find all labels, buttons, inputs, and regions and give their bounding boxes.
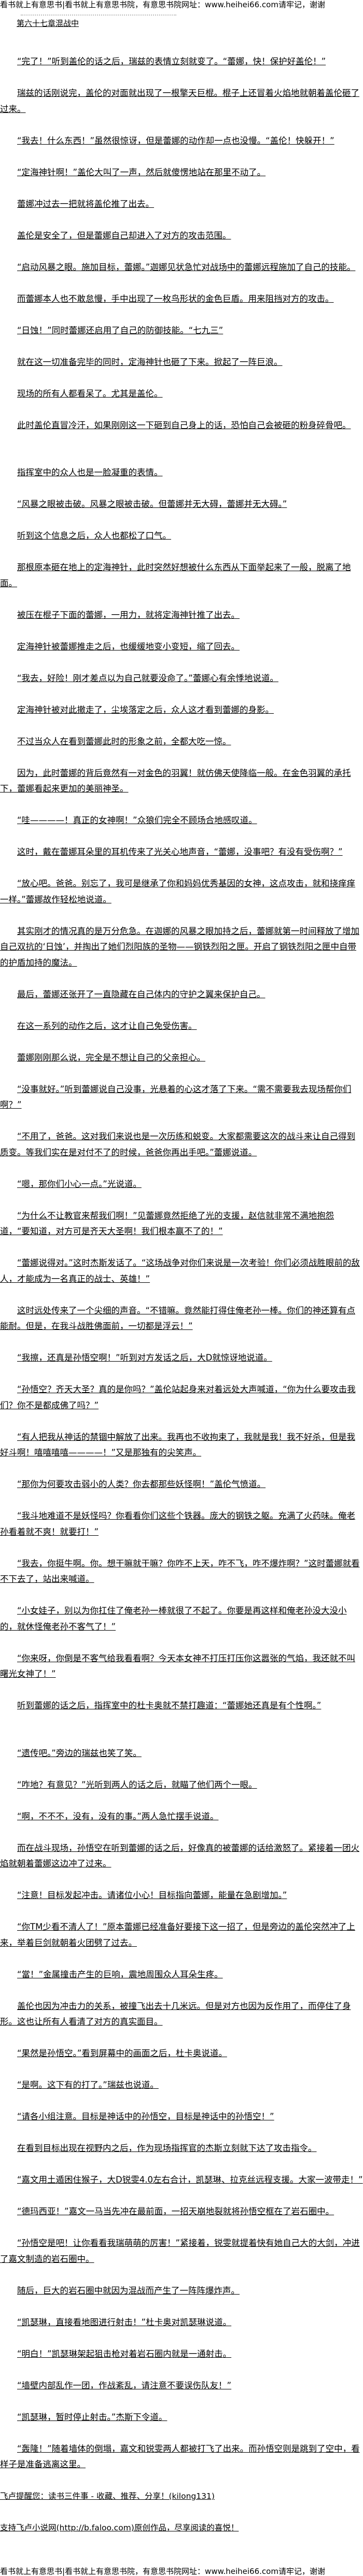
story-paragraph[interactable]: “我擦，还真是孙悟空啊！”听到对方发话之后，大D就惊讶地说道。 xyxy=(17,1353,272,1363)
story-paragraph[interactable]: “我去，好险！刚才差点以为自己就要没命了。”蕾娜心有余悸地说道。 xyxy=(17,673,278,683)
site-banner-top[interactable]: 看书就上有意思书|看书就上有意思书院，有意思书院网址：www.heihei66.… xyxy=(0,0,325,9)
story-paragraph[interactable]: 被压在棍子下面的蕾娜，一用力，就将定海神针推了出去。 xyxy=(17,610,240,620)
story-paragraph[interactable]: 听到这个信息之后，众人也都松了口气。 xyxy=(17,531,171,541)
story-paragraph[interactable]: “嘉文用土遁困住猴子，大D锐雯4.0左右合计，凯瑟琳、拉克丝远程支援。大家一波带… xyxy=(17,2175,363,2185)
story-paragraph[interactable]: “请各小组注意。目标是神话中的孙悟空，目标是神话中的孙悟空！” xyxy=(17,2112,274,2121)
story-paragraph[interactable]: 而蕾娜本人也不敢怠慢，手中出现了一枚鸟形状的金色巨盾。用来阻挡对方的攻击。 xyxy=(17,293,334,304)
story-paragraph[interactable]: “为什么不让教官来帮我们啊！”见蕾娜竟然拒绝了光的支援，赵信就非常不满地抱怨道，… xyxy=(0,1210,334,1237)
story-paragraph[interactable]: “轰隆！”随着墙体的倒塌，嘉文和锐雯两人都被打飞了出来。而孙悟空则是跳到了空中，… xyxy=(0,2443,360,2470)
site-banner-bottom[interactable]: 看书就上有意思书|看书就上有意思书院，有意思书院网址：www.heihei66.… xyxy=(0,2567,325,2576)
story-paragraph[interactable]: 此时盖伦直冒冷汗，如果刚刚这一下砸到自己身上的话，恐怕自己会被砸的粉身碎骨吧。 xyxy=(17,420,351,430)
story-paragraph[interactable]: “啊，不不不，没有，没有的事。”两人急忙摆手说道。 xyxy=(17,1811,219,1821)
story-paragraph[interactable]: “遗传吧。”旁边的瑞兹也笑了笑。 xyxy=(17,1748,142,1758)
story-paragraph[interactable]: 定海神针被对此撤走了，尘埃落定之后，众人这才看到蕾娜的身影。 xyxy=(17,704,274,715)
story-paragraph[interactable]: “注意！目标发起冲击。请诸位小心！目标指向蕾娜，能量在急剧增加。” xyxy=(17,1890,287,1900)
story-paragraph[interactable]: “凯瑟琳，直接看地图进行射击！”杜卡奥对凯瑟琳说道。 xyxy=(17,2317,232,2327)
story-paragraph[interactable]: “嗯，那你们小心一点。”光说道。 xyxy=(17,1179,142,1189)
story-paragraph[interactable]: 瑞兹的话刚说完，盖伦的对面就出现了一根擎天巨棍。棍子上还冒着火焰地就朝着盖伦砸了… xyxy=(0,88,359,114)
story-paragraph[interactable]: “果然是孙悟空。”看到屏幕中的画面之后，杜卡奥说道。 xyxy=(17,2048,227,2058)
story-paragraph[interactable]: 盖伦是安全了，但是蕾娜自己却进入了对方的攻击范围。 xyxy=(17,230,231,240)
story-paragraph[interactable]: “放心吧。爸爸。别忘了，我可是继承了你和妈妈优秀基因的女神，这点攻击，就和挠痒痒… xyxy=(0,879,356,904)
story-paragraph[interactable]: “日蚀！”同时蕾娜还启用了自己的防御技能。“七九三” xyxy=(17,325,224,335)
story-paragraph[interactable]: “没事就好。”听到蕾娜说自己没事，光悬着的心这才落了下来。“需不需要我去现场帮你… xyxy=(0,1084,352,1110)
story-paragraph[interactable]: “我去，你挺牛啊。你。想干嘛就干嘛？你咋不上天，咋不飞，咋不爆炸啊？”这时蕾娜就… xyxy=(0,1558,360,1584)
story-paragraph[interactable]: 因为，此时蕾娜的背后竟然有一对金色的羽翼！就仿佛天使降临一般。在金色羽翼的承托下… xyxy=(0,768,351,794)
story-paragraph[interactable]: 定海神针被蕾娜推走之后，也缓缓地变小变短，缩了回去。 xyxy=(17,641,240,652)
story-paragraph[interactable]: “小女娃子，别以为你扛住了俺老孙一棒就很了不起了。你要是再这样和俺老孙没大没小的… xyxy=(0,1606,347,1632)
story-paragraph[interactable]: 听到蕾娜的话之后，指挥室中的杜卡奥就不禁打趣道：“蕾娜她还真是有个性啊。” xyxy=(17,1701,322,1710)
story-paragraph[interactable]: 这时，戴在蕾娜耳朵里的耳机传来了光关心地声音，“蕾娜，没事吧？有没有受伤啊？” xyxy=(17,847,343,857)
story-paragraph[interactable]: 这时远处传来了一个尖细的声音。“不错嘛。竟然能打得住俺老孙一棒。你们的神还算有点… xyxy=(0,1305,356,1332)
story-paragraph[interactable]: “明白！”凯瑟琳架起狙击枪对着岩石圈内就是一通射击。 xyxy=(17,2348,232,2359)
footer-support-link[interactable]: 支持飞卢小说网(http://b.faloo.com)原创作品，尽享阅读的喜悦！ xyxy=(0,2523,239,2532)
story-paragraph[interactable]: 蕾娜刚刚那么说，完全是不想让自己的父亲担心。 xyxy=(17,1052,205,1063)
story-paragraph[interactable]: “是啊。这下有的打了。”瑞兹也说道。 xyxy=(17,2080,159,2090)
story-paragraph[interactable]: 盖伦也因为冲击力的关系，被撞飞出去十几米远。但是对方也因为反作用了，而停住了身形… xyxy=(0,2001,351,2027)
story-paragraph[interactable]: 而在战斗现场，孙悟空在听到蕾娜的话之后，好像真的被蕾娜的话给激怒了。紧接着一团火… xyxy=(0,1843,359,1869)
chapter-title[interactable]: 第六十七章混战中 xyxy=(17,19,79,28)
story-paragraph[interactable]: 随后，巨大的岩石圈中就因为混战而产生了一阵阵爆炸声。 xyxy=(17,2285,240,2296)
story-paragraph[interactable]: “德玛西亚！”嘉文一马当先冲在最前面，一招天崩地裂就将孙悟空框在了岩石圈中。 xyxy=(17,2206,334,2216)
divider xyxy=(21,15,176,17)
story-paragraph[interactable]: 现场的所有人都看呆了。尤其是盖伦。 xyxy=(17,388,163,399)
story-paragraph[interactable]: “孙悟空是吧！让你看看我瑞萌萌的厉害！”紧接着，锐雯就提着快有她自己大的大剑，冲… xyxy=(0,2238,360,2264)
story-paragraph[interactable]: “启动风暴之眼。施加目标，蕾娜。”迦娜见状急忙对战场中的蕾娜远程施加了自己的技能… xyxy=(17,262,356,272)
chapter-content: 第六十七章混战中 “完了！”听到盖伦的话之后，瑞兹的表情立刻就变了。“蕾娜，快！… xyxy=(0,16,363,2552)
story-paragraph[interactable]: “凯瑟琳，暂时停止射击。”杰斯下令道。 xyxy=(17,2412,167,2422)
story-paragraph[interactable]: 蕾娜冲过去一把就将盖伦推了出去。 xyxy=(17,199,154,209)
story-paragraph[interactable]: “不用了，爸爸。这对我们来说也是一次历练和蜕变。大家都需要这次的战斗来让自己得到… xyxy=(0,1131,356,1157)
story-paragraph[interactable]: “當！”金属撞击产生的巨响，震地周围众人耳朵生疼。 xyxy=(17,1969,223,1979)
story-paragraph[interactable]: “完了！”听到盖伦的话之后，瑞兹的表情立刻就变了。“蕾娜，快！保护好盖伦！” xyxy=(17,56,326,66)
story-paragraph[interactable]: 就在这一切准备完毕的同时，定海神针也砸了下来。掀起了一阵巨浪。 xyxy=(17,357,283,367)
story-paragraph[interactable]: “蕾娜说得对。”这时杰斯发话了。“这场战争对你们来说是一次考验！你们必须战胜眼前… xyxy=(0,1258,360,1284)
story-paragraph[interactable]: “你TM少看不清人了！”原本蕾娜已经准备好要接下这一招了，但是旁边的盖伦突然冲了… xyxy=(0,1922,355,1948)
story-paragraph[interactable]: “哇————！真正的女神啊！”众狼们完全不顾场合地感叹道。 xyxy=(17,815,257,825)
story-paragraph[interactable]: “你来呀，你倒是不客气给我看看啊？今天本女神不打压打压你这嚣张的气焰，我还就不叫… xyxy=(0,1653,356,1679)
story-paragraph[interactable]: “我去！什么东西！”虽然很惊讶，但是蕾娜的动作却一点也没慢。“盖伦！快躲开！” xyxy=(17,135,334,146)
story-paragraph[interactable]: “咋地？有意见？”光听到两人的话之后，就瞄了他们两个一眼。 xyxy=(17,1779,257,1790)
story-paragraph[interactable]: “有人把我从神话的禁锢中解放了出来。我再也不收拘束了，我就是我！我不好杀，但是我… xyxy=(0,1432,356,1458)
story-paragraph[interactable]: “那你为何要攻击弱小的人类？你去都那些妖怪啊！”盖伦气愤道。 xyxy=(17,1479,266,1489)
story-paragraph[interactable]: 最后，蕾娜还张开了一直隐藏在自己体内的守护之翼来保护自己。 xyxy=(17,989,266,999)
story-paragraph[interactable]: “风暴之眼被击破。风暴之眼被击破。但蕾娜并无大碍，蕾娜并无大碍。” xyxy=(17,499,287,509)
story-paragraph[interactable]: 其实刚才的情况真的是万分危急。在迦娜的风暴之眼加持之后，蕾娜就第一时间释放了增加… xyxy=(0,926,359,968)
story-paragraph[interactable]: 在看到目标出现在视野内之后，作为现场指挥官的杰斯立刻就下达了攻击指令。 xyxy=(17,2143,317,2153)
story-paragraph[interactable]: “我斗地难道不是妖怪吗？你看看你们这些个铁器。庞大的钢铁之躯。充满了火药味。俺老… xyxy=(0,1511,356,1537)
story-paragraph[interactable]: 在这一系列的动作之后，这才让自己免受伤害。 xyxy=(17,1021,197,1031)
story-paragraph[interactable]: “孙悟空？齐天大圣？真的是你吗？”盖伦站起身来对着远处大声喊道，“你为什么要攻击… xyxy=(0,1384,356,1410)
story-paragraph[interactable]: “墙壁内部乱作一团，作战紊乱，请注意不要误伤队友！” xyxy=(17,2380,232,2390)
story-paragraph[interactable]: 指挥室中的众人也是一脸凝重的表情。 xyxy=(17,468,163,477)
story-paragraph[interactable]: “定海神针啊！”盖伦大叫了一声，然后就傻愣地站在那里不动了。 xyxy=(17,167,266,177)
footer-reminder-link[interactable]: 飞卢提醒您：读书三件事 - 收藏、推荐、分享！(kilong131) xyxy=(0,2492,215,2501)
paragraph-list: “完了！”听到盖伦的话之后，瑞兹的表情立刻就变了。“蕾娜，快！保护好盖伦！” 瑞兹… xyxy=(0,54,363,2473)
story-paragraph[interactable]: 不过当众人在看到蕾娜此时的形象之前，全都大吃一惊。 xyxy=(17,736,231,746)
story-paragraph[interactable]: 那根原本砸在地上的定海神针，此时突然好想被什么东西从下面举起来了一般，脱离了地面… xyxy=(0,562,351,588)
